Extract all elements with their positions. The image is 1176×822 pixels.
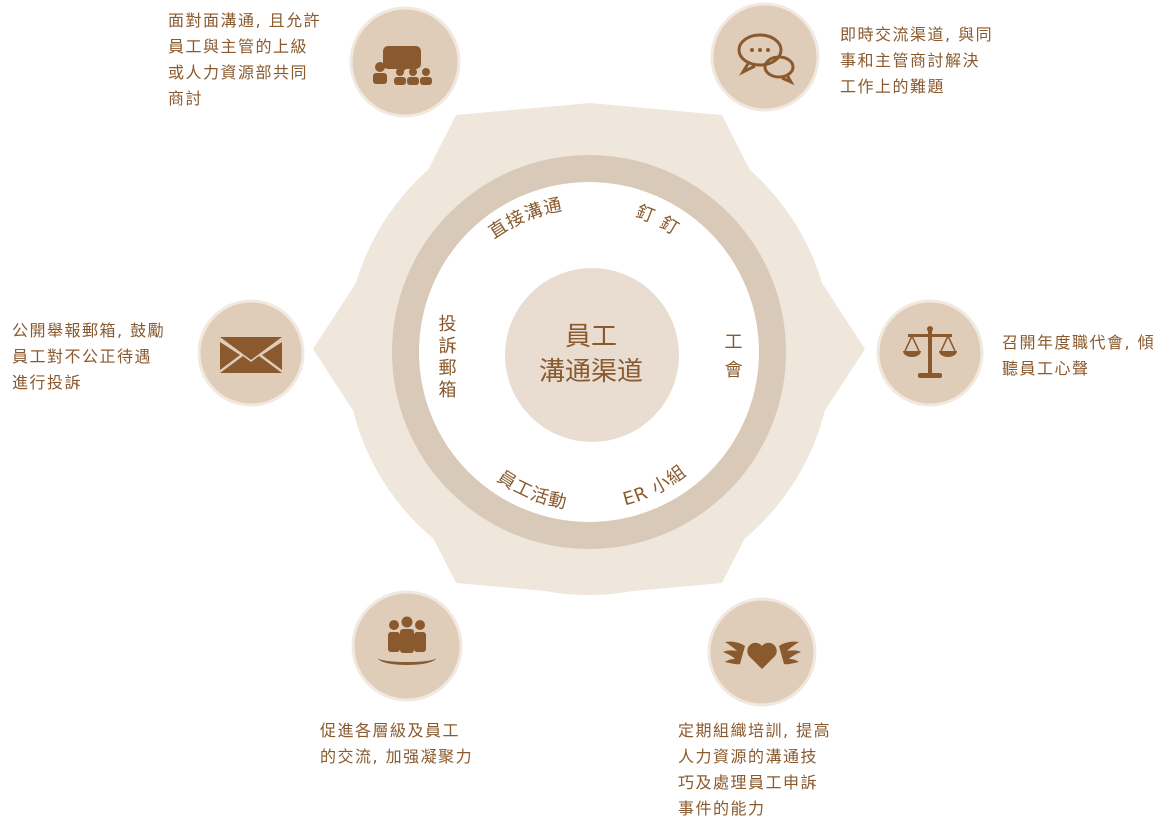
ring-label-union-char: 會 (725, 360, 744, 381)
ring-label-complaint-char: 訴 (439, 336, 458, 357)
description-line: 的交流, 加强凝聚力 (320, 747, 474, 766)
channel-description-union: 召開年度職代會, 傾 聽員工心聲 (1002, 330, 1172, 382)
channel-node-direct (349, 6, 461, 118)
description-line: 工作上的難題 (840, 77, 946, 96)
channel-node-complaint-box (197, 299, 305, 407)
description-line: 事和主管商討解決 (840, 51, 981, 70)
description-line: 進行投訴 (12, 373, 83, 392)
ring-label-complaint-char: 投 (439, 314, 458, 335)
description-line: 或人力資源部共同 (168, 63, 309, 82)
ring-label-union-char: 工 (725, 332, 744, 353)
channel-node-dingding (710, 2, 820, 112)
ring-label-complaint-char: 箱 (439, 380, 458, 401)
channel-description-activities: 促進各層級及員工 的交流, 加强凝聚力 (320, 718, 520, 770)
channel-node-activities (351, 590, 463, 702)
channel-description-er-group: 定期組織培訓, 提高 人力資源的溝通技 巧及處理員工申訴 事件的能力 (678, 718, 878, 822)
winged-heart-icon (723, 641, 801, 669)
chat-bubbles-icon (737, 33, 795, 86)
ring-label-union: 工 會 (725, 332, 744, 381)
channel-description-dingding: 即時交流渠道, 與同 事和主管商討解決 工作上的難題 (840, 22, 1040, 100)
center-disc (505, 268, 679, 442)
channel-description-direct: 面對面溝通, 且允許 員工與主管的上級 或人力資源部共同 商討 (168, 8, 358, 112)
ring-label-complaint-char: 郵 (439, 358, 458, 379)
description-line: 召開年度職代會, 傾 (1002, 333, 1156, 352)
channel-description-complaint-box: 公開舉報郵箱, 鼓勵 員工對不公正待遇 進行投訴 (12, 318, 202, 396)
scales-icon (903, 326, 957, 378)
description-line: 面對面溝通, 且允許 (168, 11, 322, 30)
channel-node-union (876, 299, 984, 407)
description-line: 促進各層級及員工 (320, 721, 461, 740)
meeting-icon (373, 46, 432, 85)
channel-node-er-group (707, 597, 817, 707)
description-line: 即時交流渠道, 與同 (840, 25, 994, 44)
description-line: 公開舉報郵箱, 鼓勵 (12, 321, 166, 340)
center-title-line2: 溝通渠道 (539, 357, 643, 387)
description-line: 員工對不公正待遇 (12, 347, 153, 366)
description-line: 商討 (168, 89, 204, 108)
envelope-icon (220, 337, 282, 373)
team-icon (378, 616, 436, 665)
ring-label-complaint-box: 投 訴 郵 箱 (439, 314, 458, 401)
description-line: 定期組織培訓, 提高 (678, 721, 832, 740)
description-line: 員工與主管的上級 (168, 37, 309, 56)
description-line: 事件的能力 (678, 799, 766, 818)
description-line: 人力資源的溝通技 (678, 747, 819, 766)
description-line: 巧及處理員工申訴 (678, 773, 819, 792)
center-title-line1: 員工 (565, 322, 617, 352)
description-line: 聽員工心聲 (1002, 359, 1090, 378)
